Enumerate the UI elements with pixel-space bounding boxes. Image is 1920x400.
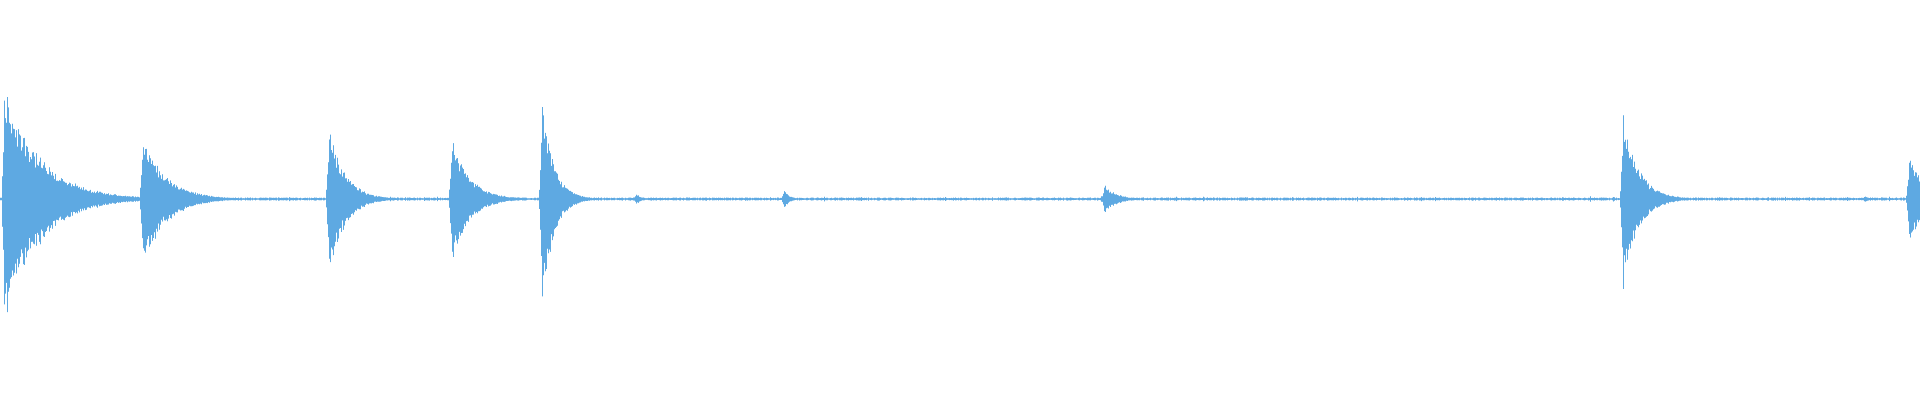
- waveform-bars: [0, 97, 1920, 313]
- waveform-path: [0, 97, 1920, 313]
